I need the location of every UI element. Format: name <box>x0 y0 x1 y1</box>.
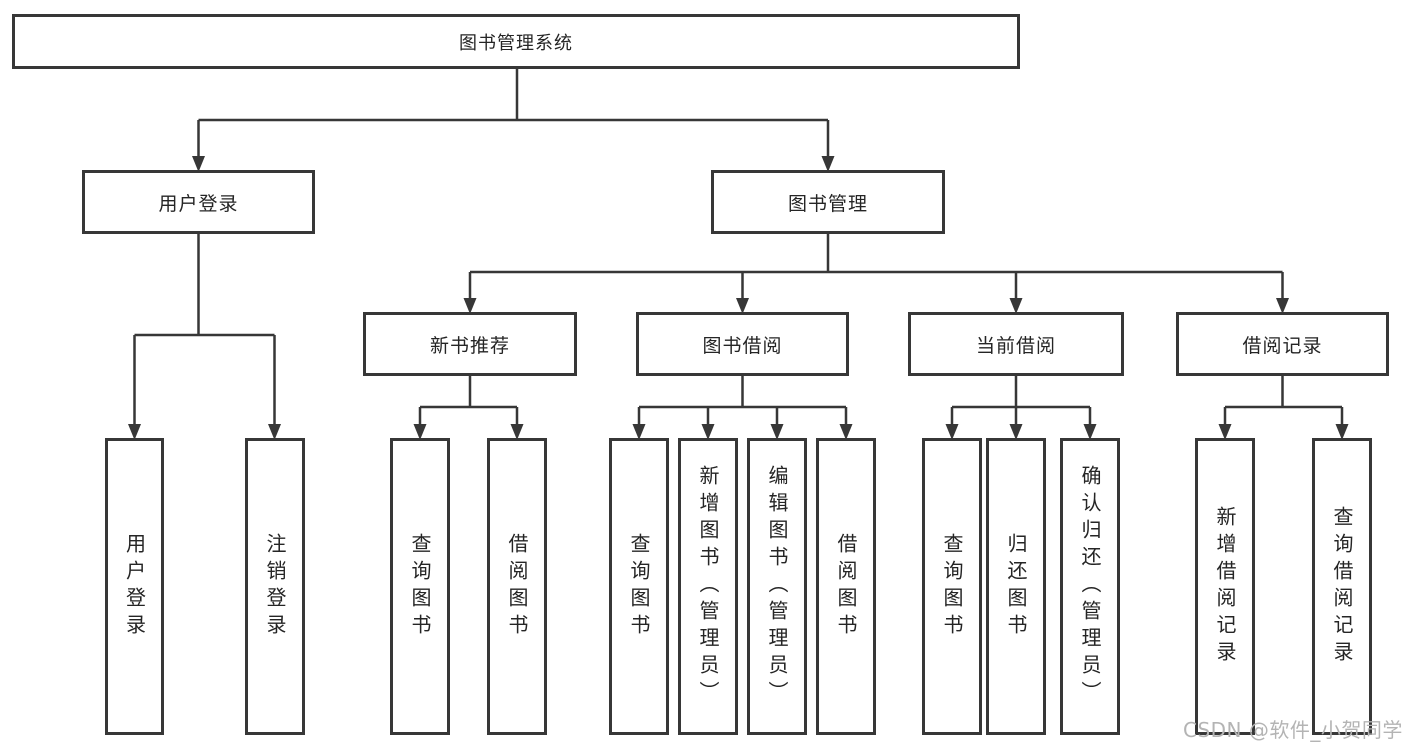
arrow-down-icon <box>1218 424 1232 440</box>
leaf-add-books-admin-label: 新增图书（管理员） <box>696 465 720 708</box>
connector-root-to-level2 <box>197 69 830 158</box>
leaf-borrow-books-2: 借阅图书 <box>816 438 876 735</box>
leaf-edit-books-admin: 编辑图书（管理员） <box>747 438 807 735</box>
connector-current-borrow-group <box>950 376 1092 426</box>
leaf-logout-label: 注销登录 <box>263 532 287 641</box>
leaf-confirm-return-admin-label: 确认归还（管理员） <box>1078 465 1102 708</box>
leaf-add-borrow-record-label: 新增借阅记录 <box>1213 505 1237 668</box>
arrowheads <box>128 156 1349 440</box>
leaf-query-borrow-record-label: 查询借阅记录 <box>1330 505 1354 668</box>
node-borrowing-records-label: 借阅记录 <box>1242 334 1323 357</box>
node-borrowing-records: 借阅记录 <box>1176 312 1389 376</box>
connector-book-mgmt-to-level3 <box>468 234 1284 300</box>
node-current-borrowing-label: 当前借阅 <box>975 334 1056 357</box>
arrow-down-icon <box>128 424 141 440</box>
leaf-edit-books-admin-label: 编辑图书（管理员） <box>765 465 789 708</box>
arrow-down-icon <box>1276 298 1289 314</box>
arrow-down-icon <box>839 424 853 440</box>
arrow-down-icon <box>268 424 281 440</box>
leaf-add-books-admin: 新增图书（管理员） <box>678 438 738 735</box>
leaf-logout: 注销登录 <box>245 438 305 735</box>
leaf-borrow-books-1: 借阅图书 <box>487 438 547 735</box>
arrow-down-icon <box>1009 298 1023 314</box>
leaf-query-books-3: 查询图书 <box>922 438 982 735</box>
leaf-return-books-label: 归还图书 <box>1004 532 1028 641</box>
node-book-borrowing-label: 图书借阅 <box>702 334 783 357</box>
connector-new-book-group <box>418 376 519 426</box>
leaf-user-login: 用户登录 <box>105 438 164 735</box>
connector-borrow-records-group <box>1223 376 1344 426</box>
node-root-label: 图书管理系统 <box>459 32 573 54</box>
arrow-down-icon <box>770 424 784 440</box>
connector-book-borrow-group <box>637 376 848 426</box>
arrow-down-icon <box>413 424 427 440</box>
arrow-down-icon <box>1009 424 1023 440</box>
arrow-down-icon <box>510 424 524 440</box>
node-current-borrowing: 当前借阅 <box>908 312 1124 376</box>
leaf-query-books-1: 查询图书 <box>390 438 450 735</box>
leaf-return-books: 归还图书 <box>986 438 1046 735</box>
node-new-book-recommend-label: 新书推荐 <box>429 334 510 357</box>
leaf-query-books-2: 查询图书 <box>609 438 669 735</box>
leaf-query-books-1-label: 查询图书 <box>408 532 432 641</box>
leaf-borrow-books-1-label: 借阅图书 <box>505 532 529 641</box>
csdn-watermark: CSDN @软件_小贺同学 <box>1183 718 1403 742</box>
leaf-query-books-2-label: 查询图书 <box>627 532 651 641</box>
connector-user-login-group <box>133 234 276 426</box>
leaf-query-borrow-record: 查询借阅记录 <box>1312 438 1372 735</box>
leaf-user-login-label: 用户登录 <box>122 532 147 641</box>
arrow-down-icon <box>463 298 477 314</box>
node-book-borrowing: 图书借阅 <box>636 312 849 376</box>
leaf-confirm-return-admin: 确认归还（管理员） <box>1060 438 1120 735</box>
arrow-down-icon <box>1083 424 1097 440</box>
arrow-down-icon <box>632 424 646 440</box>
arrow-down-icon <box>1335 424 1349 440</box>
leaf-borrow-books-2-label: 借阅图书 <box>834 532 858 641</box>
node-user-login: 用户登录 <box>82 170 315 234</box>
arrow-down-icon <box>701 424 715 440</box>
arrow-down-icon <box>192 156 205 172</box>
arrow-down-icon <box>821 156 835 172</box>
node-new-book-recommend: 新书推荐 <box>363 312 577 376</box>
node-root-system: 图书管理系统 <box>12 14 1020 69</box>
leaf-add-borrow-record: 新增借阅记录 <box>1195 438 1255 735</box>
leaf-query-books-3-label: 查询图书 <box>940 532 964 641</box>
node-user-login-label: 用户登录 <box>158 192 239 215</box>
arrow-down-icon <box>736 298 749 314</box>
node-book-management: 图书管理 <box>711 170 945 234</box>
arrow-down-icon <box>945 424 959 440</box>
node-book-management-label: 图书管理 <box>787 192 868 215</box>
